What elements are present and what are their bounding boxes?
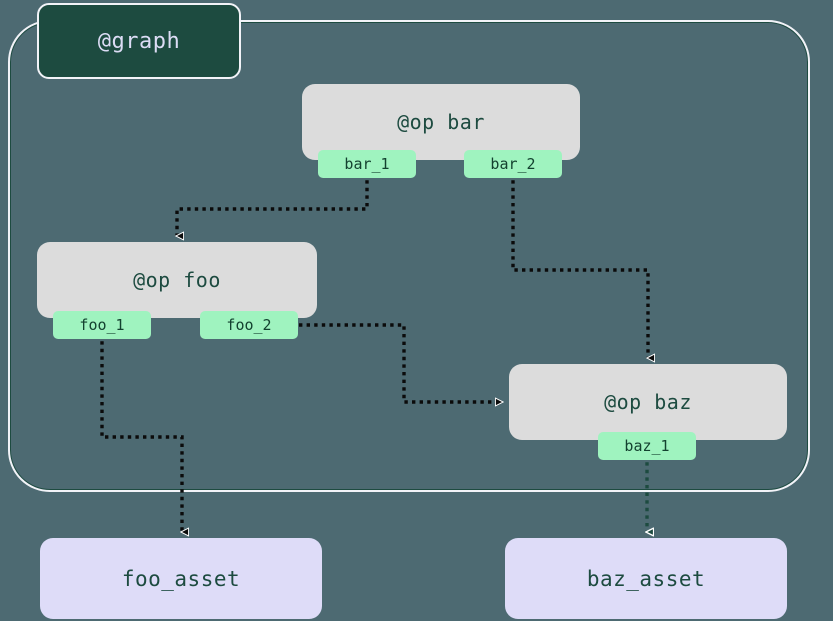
port-foo-2-label: foo_2 [226, 316, 272, 334]
op-node-foo[interactable]: @op foo [37, 242, 317, 318]
port-bar-2[interactable]: bar_2 [464, 150, 562, 178]
op-node-foo-label: @op foo [133, 268, 221, 292]
port-foo-1[interactable]: foo_1 [53, 311, 151, 339]
port-baz-1-label: baz_1 [624, 437, 670, 455]
port-foo-2[interactable]: foo_2 [200, 311, 298, 339]
port-baz-1[interactable]: baz_1 [598, 432, 696, 460]
op-node-baz[interactable]: @op baz [509, 364, 787, 440]
asset-node-foo-asset[interactable]: foo_asset [40, 538, 322, 619]
op-node-bar-label: @op bar [397, 110, 485, 134]
asset-node-baz-asset[interactable]: baz_asset [505, 538, 787, 619]
asset-node-baz-asset-label: baz_asset [586, 566, 706, 591]
op-node-baz-label: @op baz [604, 390, 692, 414]
graph-container-outline [8, 20, 810, 492]
graph-label-text: @graph [97, 28, 181, 54]
port-bar-2-label: bar_2 [490, 155, 536, 173]
graph-label-badge[interactable]: @graph [37, 3, 241, 79]
op-node-bar[interactable]: @op bar [302, 84, 580, 160]
port-bar-1-label: bar_1 [344, 155, 390, 173]
port-bar-1[interactable]: bar_1 [318, 150, 416, 178]
asset-node-foo-asset-label: foo_asset [121, 566, 241, 591]
port-foo-1-label: foo_1 [79, 316, 125, 334]
